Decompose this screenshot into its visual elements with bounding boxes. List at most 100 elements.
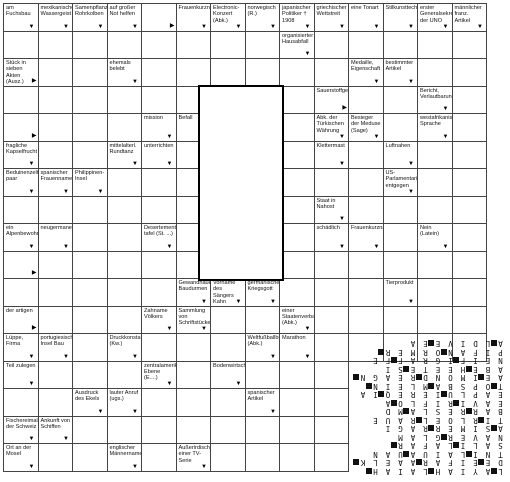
answer-cell[interactable] <box>451 305 487 334</box>
answer-cell[interactable] <box>72 140 108 169</box>
answer-cell[interactable] <box>37 278 73 307</box>
answer-cell[interactable] <box>37 30 73 59</box>
answer-cell[interactable] <box>72 443 108 472</box>
answer-cell[interactable] <box>106 250 142 279</box>
answer-cell[interactable] <box>175 360 211 389</box>
answer-cell[interactable] <box>382 223 418 252</box>
answer-cell[interactable] <box>37 113 73 142</box>
answer-cell[interactable] <box>417 278 453 307</box>
answer-cell[interactable] <box>417 168 453 197</box>
answer-cell[interactable] <box>141 195 177 224</box>
answer-cell[interactable] <box>279 360 315 389</box>
answer-cell[interactable] <box>175 58 211 87</box>
answer-cell[interactable] <box>141 278 177 307</box>
answer-cell[interactable] <box>3 388 39 417</box>
answer-cell[interactable] <box>37 85 73 114</box>
answer-cell[interactable] <box>313 305 349 334</box>
answer-cell[interactable] <box>141 250 177 279</box>
answer-cell[interactable] <box>279 140 315 169</box>
answer-cell[interactable] <box>37 305 73 334</box>
answer-cell[interactable] <box>72 58 108 87</box>
answer-cell[interactable] <box>279 168 315 197</box>
answer-cell[interactable] <box>106 415 142 444</box>
answer-cell[interactable] <box>72 85 108 114</box>
answer-cell[interactable] <box>175 388 211 417</box>
answer-cell[interactable] <box>37 58 73 87</box>
answer-cell[interactable] <box>72 250 108 279</box>
answer-cell[interactable] <box>141 388 177 417</box>
answer-cell[interactable] <box>210 30 246 59</box>
answer-cell[interactable] <box>106 360 142 389</box>
answer-cell[interactable] <box>141 168 177 197</box>
answer-cell[interactable] <box>3 85 39 114</box>
answer-cell[interactable] <box>279 278 315 307</box>
answer-cell[interactable] <box>451 278 487 307</box>
answer-cell[interactable] <box>106 223 142 252</box>
answer-cell[interactable] <box>313 360 349 389</box>
answer-cell[interactable] <box>106 168 142 197</box>
answer-cell[interactable] <box>210 58 246 87</box>
answer-cell[interactable] <box>141 30 177 59</box>
answer-cell[interactable] <box>279 250 315 279</box>
answer-cell[interactable] <box>279 388 315 417</box>
answer-cell[interactable] <box>313 333 349 362</box>
answer-cell[interactable] <box>417 250 453 279</box>
answer-cell[interactable] <box>106 113 142 142</box>
answer-cell[interactable] <box>3 30 39 59</box>
answer-cell[interactable] <box>210 388 246 417</box>
answer-cell[interactable] <box>348 333 384 362</box>
answer-cell[interactable] <box>313 415 349 444</box>
answer-cell[interactable] <box>279 113 315 142</box>
answer-cell[interactable] <box>417 195 453 224</box>
answer-cell[interactable] <box>141 415 177 444</box>
answer-cell[interactable] <box>210 415 246 444</box>
answer-cell[interactable] <box>451 30 487 59</box>
answer-cell[interactable] <box>417 58 453 87</box>
answer-cell[interactable] <box>175 333 211 362</box>
answer-cell[interactable] <box>382 30 418 59</box>
answer-cell[interactable] <box>141 58 177 87</box>
answer-cell[interactable] <box>141 443 177 472</box>
answer-cell[interactable] <box>348 250 384 279</box>
answer-cell[interactable] <box>106 305 142 334</box>
answer-cell[interactable] <box>348 305 384 334</box>
answer-cell[interactable] <box>106 278 142 307</box>
answer-cell[interactable] <box>382 195 418 224</box>
answer-cell[interactable] <box>279 58 315 87</box>
answer-cell[interactable] <box>382 333 418 362</box>
answer-cell[interactable] <box>72 415 108 444</box>
answer-cell[interactable] <box>244 415 280 444</box>
answer-cell[interactable] <box>348 278 384 307</box>
answer-cell[interactable] <box>37 250 73 279</box>
answer-cell[interactable] <box>279 223 315 252</box>
answer-cell[interactable] <box>348 168 384 197</box>
answer-cell[interactable] <box>37 443 73 472</box>
answer-cell[interactable] <box>141 85 177 114</box>
answer-cell[interactable] <box>175 30 211 59</box>
answer-cell[interactable] <box>417 333 453 362</box>
answer-cell[interactable] <box>382 250 418 279</box>
answer-cell[interactable] <box>279 415 315 444</box>
answer-cell[interactable] <box>313 443 349 472</box>
answer-cell[interactable] <box>210 333 246 362</box>
answer-cell[interactable] <box>244 58 280 87</box>
answer-cell[interactable] <box>382 113 418 142</box>
answer-cell[interactable] <box>313 388 349 417</box>
answer-cell[interactable] <box>37 360 73 389</box>
answer-cell[interactable] <box>451 85 487 114</box>
answer-cell[interactable] <box>175 415 211 444</box>
answer-cell[interactable] <box>72 360 108 389</box>
answer-cell[interactable] <box>279 443 315 472</box>
answer-cell[interactable] <box>279 85 315 114</box>
answer-cell[interactable] <box>72 195 108 224</box>
answer-cell[interactable] <box>279 195 315 224</box>
answer-cell[interactable] <box>451 113 487 142</box>
answer-cell[interactable] <box>244 305 280 334</box>
answer-cell[interactable] <box>106 195 142 224</box>
answer-cell[interactable] <box>141 333 177 362</box>
answer-cell[interactable] <box>382 305 418 334</box>
answer-cell[interactable] <box>72 223 108 252</box>
answer-cell[interactable] <box>106 85 142 114</box>
answer-cell[interactable] <box>417 140 453 169</box>
answer-cell[interactable] <box>451 58 487 87</box>
